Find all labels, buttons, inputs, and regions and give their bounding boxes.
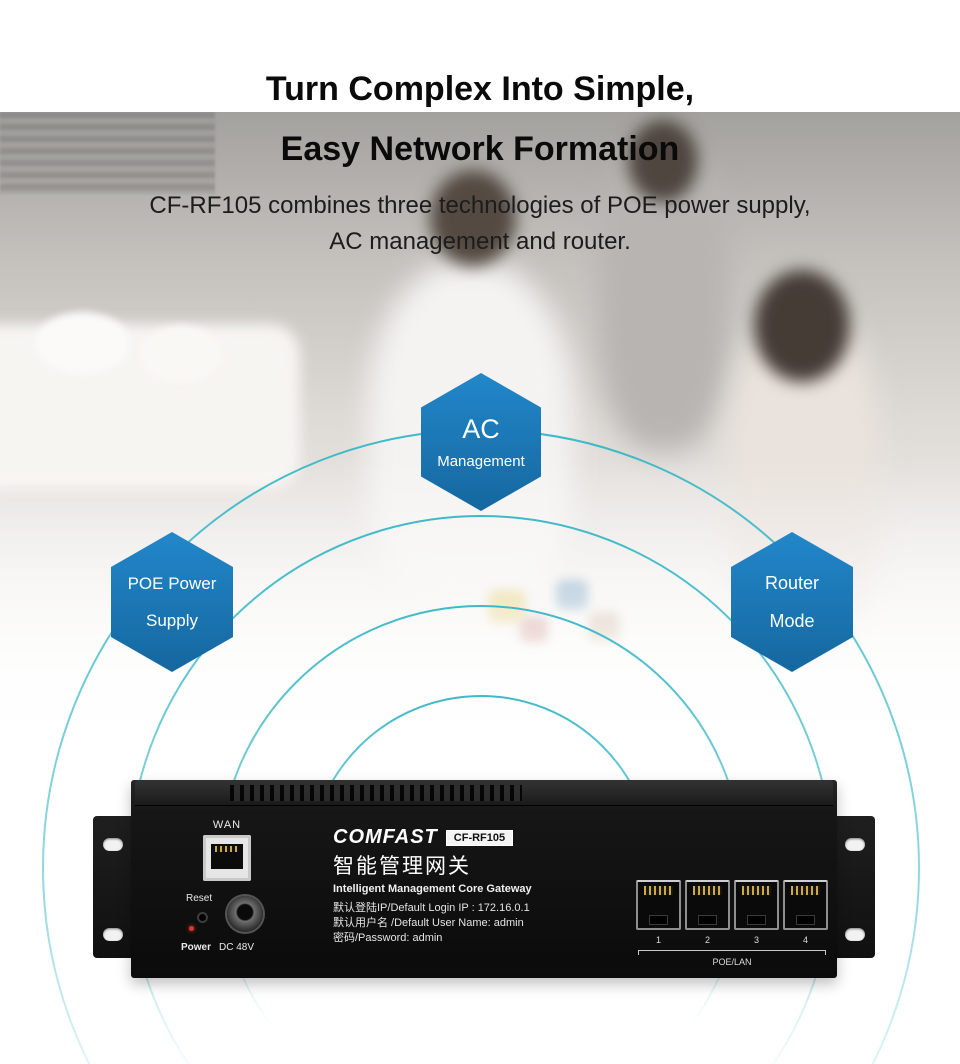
subtitle-line1: CF-RF105 combines three technologies of …	[149, 192, 811, 219]
headline-line2: Easy Network Formation	[280, 130, 680, 168]
hexagon-ac-line2: Management	[437, 453, 525, 470]
device-body: WAN Reset Power DC 48V COMFAST CF-RF105 …	[131, 780, 837, 978]
default-password: 密码/Password: admin	[333, 932, 443, 944]
mount-hole	[103, 928, 123, 941]
subtitle: CF-RF105 combines three technologies of …	[0, 188, 960, 260]
port-number-2: 2	[704, 935, 710, 945]
reset-label: Reset	[186, 893, 213, 904]
port-number-3: 3	[753, 935, 759, 945]
rj45-port-1	[636, 880, 681, 930]
hexagon-ac-line1: AC	[462, 414, 500, 444]
wan-port-pins	[215, 846, 239, 852]
default-user-name: 默认用户名 /Default User Name: admin	[333, 917, 524, 929]
model-badge: CF-RF105	[445, 829, 514, 846]
product-name-en: Intelligent Management Core Gateway	[333, 883, 532, 895]
port-number-4: 4	[802, 935, 808, 945]
port-group-label: POE/LAN	[712, 957, 752, 967]
port-numbers: 1 2 3 4	[636, 935, 828, 945]
subtitle-line2: AC management and router.	[329, 228, 631, 255]
power-value: DC 48V	[219, 942, 255, 953]
power-caption: Power DC 48V	[181, 942, 311, 953]
vent-slots	[230, 785, 522, 801]
headline-line1: Turn Complex Into Simple,	[265, 70, 695, 108]
rj45-port-4	[783, 880, 828, 930]
device-top-face	[135, 780, 833, 806]
product-name-cn: 智能管理网关	[333, 855, 471, 878]
mount-hole	[845, 838, 865, 851]
hexagon-poe-line1: POE Power	[127, 573, 217, 593]
brand-row: COMFAST CF-RF105	[333, 826, 514, 849]
brand-logo: COMFAST	[333, 826, 438, 848]
power-led	[189, 926, 194, 931]
port-number-1: 1	[655, 935, 661, 945]
rj45-port-3	[734, 880, 779, 930]
gateway-device: WAN Reset Power DC 48V COMFAST CF-RF105 …	[93, 778, 875, 980]
mount-hole	[103, 838, 123, 851]
dc-power-jack	[227, 896, 263, 932]
hexagon-router-line1: Router	[764, 572, 820, 593]
mount-ear-left	[93, 816, 133, 958]
rj45-port-2	[685, 880, 730, 930]
poe-lan-ports	[636, 880, 828, 930]
power-label: Power	[181, 942, 212, 953]
wan-port	[203, 835, 251, 881]
default-login-ip: 默认登陆IP/Default Login IP : 172.16.0.1	[333, 902, 530, 914]
port-group-bracket	[638, 950, 826, 955]
hexagon-poe-line2: Supply	[146, 610, 198, 630]
wan-label: WAN	[212, 819, 242, 831]
mount-ear-right	[835, 816, 875, 958]
hexagon-router-line2: Mode	[769, 610, 815, 631]
reset-pinhole	[199, 914, 206, 921]
header: Turn Complex Into Simple, Easy Network F…	[0, 72, 960, 260]
mount-hole	[845, 928, 865, 941]
